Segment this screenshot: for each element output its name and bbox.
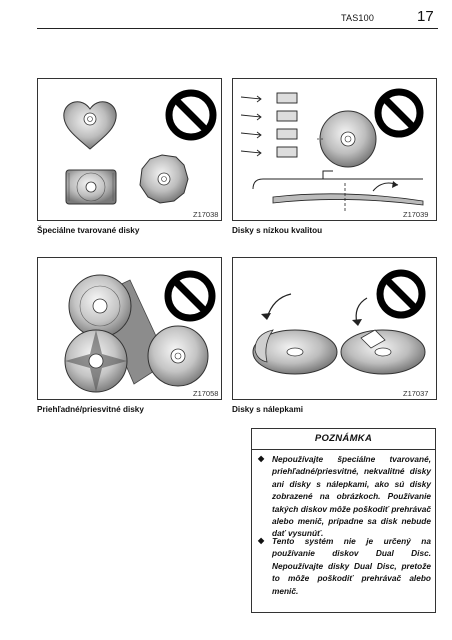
note-item: ◆ Nepoužívajte špeciálne tvarované, prie…	[258, 453, 431, 540]
prohibited-icon	[164, 270, 216, 322]
warped-disc-section-icon	[272, 181, 424, 213]
prohibited-icon	[374, 88, 424, 138]
note-box: POZNÁMKA ◆ Nepoužívajte špeciálne tvarov…	[251, 428, 436, 613]
transparent-disc-icon	[64, 329, 128, 393]
disc-edge-profiles-icon	[240, 92, 298, 158]
page-number: 17	[417, 8, 434, 25]
disc-icon	[68, 274, 132, 338]
prohibited-icon	[165, 89, 217, 141]
figure-caption: Priehľadné/priesvitné disky	[37, 405, 144, 414]
note-text: Tento systém nie je určený na používanie…	[272, 536, 431, 596]
low-quality-discs-illustration	[240, 88, 424, 213]
figure-code: Z17058	[193, 389, 219, 398]
prohibited-icon	[376, 269, 426, 319]
card-disc-icon	[65, 169, 117, 205]
figure-code: Z17038	[193, 210, 219, 219]
disc-sticker-icon	[340, 329, 426, 375]
figure-low-quality-discs: Z17039	[232, 78, 437, 221]
note-title: POZNÁMKA	[252, 429, 435, 450]
figure-caption: Disky s nálepkami	[232, 405, 303, 414]
note-item: ◆ Tento systém nie je určený na používan…	[258, 535, 431, 597]
figure-code: Z17039	[403, 210, 429, 219]
disc-icon	[147, 325, 209, 387]
note-text: Nepoužívajte špeciálne tvarované, priehľ…	[272, 454, 431, 539]
model-code: TAS100	[341, 13, 375, 23]
header-divider	[37, 28, 438, 29]
discs-with-stickers-illustration	[252, 269, 426, 375]
heart-disc-icon	[63, 101, 117, 150]
figure-transparent-discs: Z17058	[37, 257, 222, 400]
figure-caption: Disky s nízkou kvalitou	[232, 226, 323, 235]
transparent-discs-illustration	[64, 270, 216, 393]
disc-peeling-label-icon	[252, 329, 338, 375]
figure-discs-with-stickers: Z17037	[232, 257, 437, 400]
figure-caption: Špeciálne tvarované disky	[37, 226, 140, 235]
special-shaped-discs-illustration	[63, 89, 217, 205]
disc-icon	[319, 110, 377, 168]
figure-code: Z17037	[403, 389, 429, 398]
diamond-bullet-icon: ◆	[258, 454, 265, 463]
polygon-disc-icon	[139, 154, 189, 204]
diamond-bullet-icon: ◆	[258, 536, 265, 545]
figure-special-shaped-discs: Z17038	[37, 78, 222, 221]
